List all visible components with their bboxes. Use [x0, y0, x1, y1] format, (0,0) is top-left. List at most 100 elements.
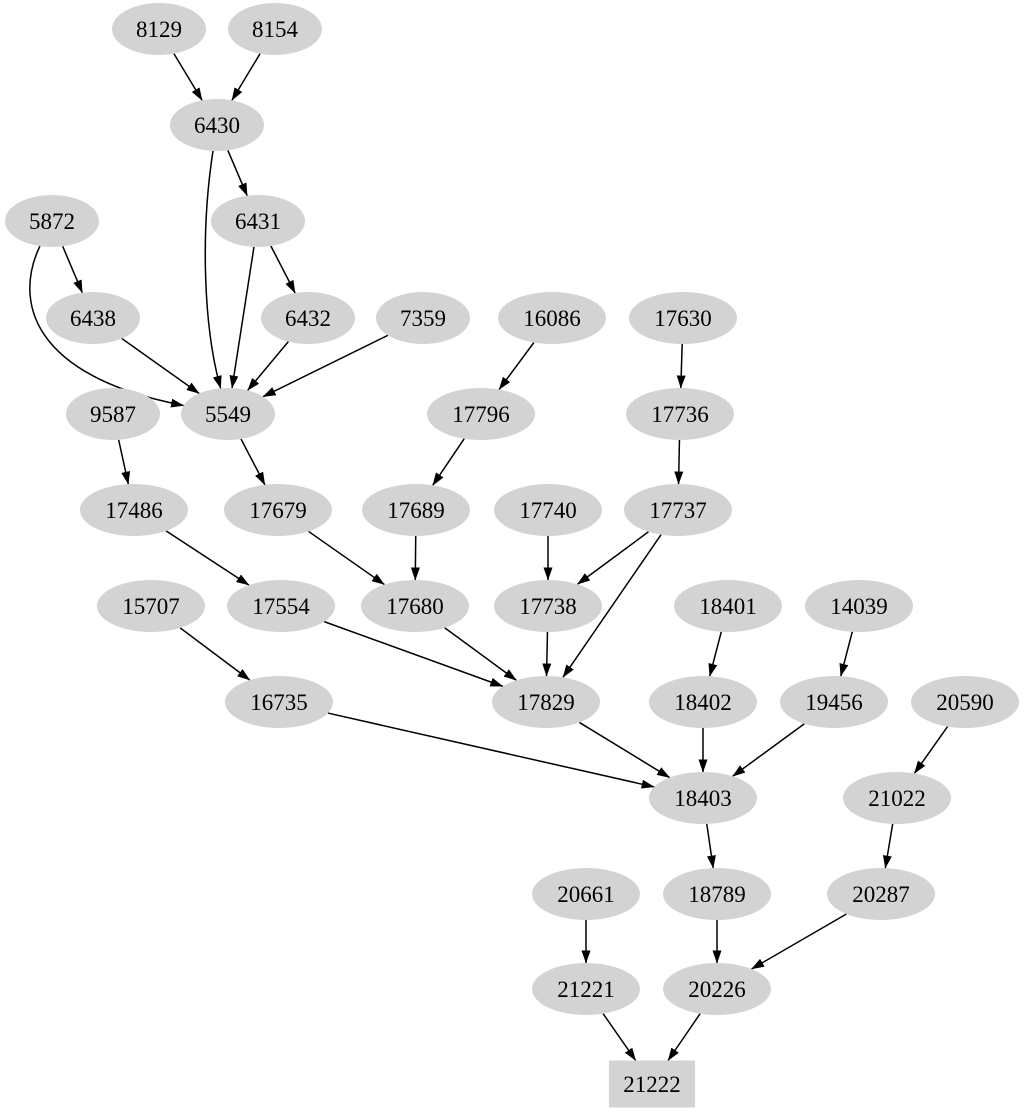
- node-label-17829: 17829: [517, 690, 575, 715]
- node-ellipse-6431: [211, 195, 305, 247]
- node-17740: 17740: [494, 484, 602, 536]
- edge-21022-20287: [882, 823, 894, 869]
- node-6430: 6430: [170, 99, 264, 151]
- node-17829: 17829: [492, 676, 600, 728]
- edge-18401-18402: [708, 631, 723, 677]
- node-box-21222: [609, 1060, 695, 1108]
- node-ellipse-5872: [5, 195, 99, 247]
- node-ellipse-5549: [181, 388, 275, 440]
- node-8154: 8154: [228, 3, 322, 55]
- node-ellipse-17796: [427, 388, 535, 440]
- node-ellipse-6438: [46, 292, 140, 344]
- node-label-17737: 17737: [649, 498, 707, 523]
- edge-17738-17829: [542, 631, 552, 677]
- node-19456: 19456: [780, 676, 888, 728]
- edge-6431-5549: [229, 246, 255, 389]
- node-label-7359: 7359: [400, 306, 446, 331]
- node-18789: 18789: [663, 868, 771, 920]
- edge-17737-17738: [577, 531, 649, 585]
- node-ellipse-17630: [629, 292, 737, 344]
- edge-14039-19456: [839, 631, 854, 677]
- node-6438: 6438: [46, 292, 140, 344]
- node-label-14039: 14039: [830, 594, 888, 619]
- node-ellipse-17554: [227, 580, 335, 632]
- node-ellipse-17486: [80, 484, 188, 536]
- edge-17554-17829: [323, 620, 504, 688]
- edge-20226-21222: [667, 1013, 701, 1061]
- node-ellipse-6430: [170, 99, 264, 151]
- edge-5549-17679: [240, 438, 266, 486]
- node-label-5549: 5549: [205, 402, 251, 427]
- edge-16086-17796: [498, 342, 535, 390]
- node-6432: 6432: [261, 292, 355, 344]
- node-21022: 21022: [843, 772, 951, 824]
- edges-layer: [29, 53, 949, 1061]
- node-17679: 17679: [224, 484, 332, 536]
- edge-8129-6430: [173, 53, 203, 101]
- edge-17829-18403: [579, 721, 671, 779]
- node-17736: 17736: [626, 388, 734, 440]
- node-ellipse-14039: [805, 580, 913, 632]
- node-ellipse-17689: [362, 484, 470, 536]
- node-ellipse-17680: [361, 580, 469, 632]
- node-ellipse-17829: [492, 676, 600, 728]
- node-label-17486: 17486: [105, 498, 163, 523]
- node-5549: 5549: [181, 388, 275, 440]
- node-8129: 8129: [112, 3, 206, 55]
- node-label-21022: 21022: [868, 786, 926, 811]
- node-ellipse-20226: [663, 963, 771, 1015]
- node-label-17740: 17740: [519, 498, 577, 523]
- edge-6431-6432: [270, 245, 296, 294]
- node-label-20590: 20590: [936, 690, 994, 715]
- nodes-layer: 8129 8154 6430 5872 6431 6438 6432 7359 16086 176…: [5, 3, 1019, 1108]
- node-ellipse-18401: [674, 580, 782, 632]
- edge-6430-5549: [204, 150, 222, 389]
- node-label-17796: 17796: [452, 402, 510, 427]
- node-17680: 17680: [361, 580, 469, 632]
- node-label-8129: 8129: [136, 17, 182, 42]
- node-label-6431: 6431: [235, 209, 281, 234]
- node-label-21221: 21221: [557, 977, 615, 1002]
- node-9587: 9587: [66, 388, 160, 440]
- node-label-20287: 20287: [852, 882, 910, 907]
- edge-6438-5549: [121, 337, 200, 395]
- edge-20287-20226: [751, 913, 847, 970]
- edge-6432-5549: [247, 341, 289, 391]
- edge-7359-5549: [262, 334, 389, 398]
- node-ellipse-9587: [66, 388, 160, 440]
- edge-9587-17486: [117, 439, 131, 485]
- node-17630: 17630: [629, 292, 737, 344]
- node-label-17680: 17680: [386, 594, 444, 619]
- node-label-5872: 5872: [29, 209, 75, 234]
- node-16735: 16735: [225, 676, 333, 728]
- edge-17486-17554: [165, 530, 250, 586]
- node-18403: 18403: [649, 772, 757, 824]
- edge-17679-17680: [308, 530, 385, 586]
- node-ellipse-17738: [494, 580, 602, 632]
- node-17737: 17737: [624, 484, 732, 536]
- edge-17680-17829: [444, 627, 517, 681]
- edge-21221-21222: [602, 1013, 637, 1061]
- node-20226: 20226: [663, 963, 771, 1015]
- node-ellipse-17737: [624, 484, 732, 536]
- node-17689: 17689: [362, 484, 470, 536]
- edge-17737-17829: [562, 534, 662, 678]
- node-label-6430: 6430: [194, 113, 240, 138]
- node-ellipse-18403: [649, 772, 757, 824]
- edge-6430-6431: [227, 150, 248, 197]
- edge-19456-18403: [732, 723, 805, 777]
- node-16086: 16086: [498, 292, 606, 344]
- node-18401: 18401: [674, 580, 782, 632]
- node-label-17679: 17679: [249, 498, 307, 523]
- node-14039: 14039: [805, 580, 913, 632]
- node-17486: 17486: [80, 484, 188, 536]
- edge-8154-6430: [231, 53, 261, 101]
- edge-16735-18403: [327, 712, 655, 789]
- node-7359: 7359: [376, 292, 470, 344]
- node-17796: 17796: [427, 388, 535, 440]
- node-ellipse-18402: [649, 676, 757, 728]
- node-label-6438: 6438: [70, 306, 116, 331]
- node-label-9587: 9587: [90, 402, 136, 427]
